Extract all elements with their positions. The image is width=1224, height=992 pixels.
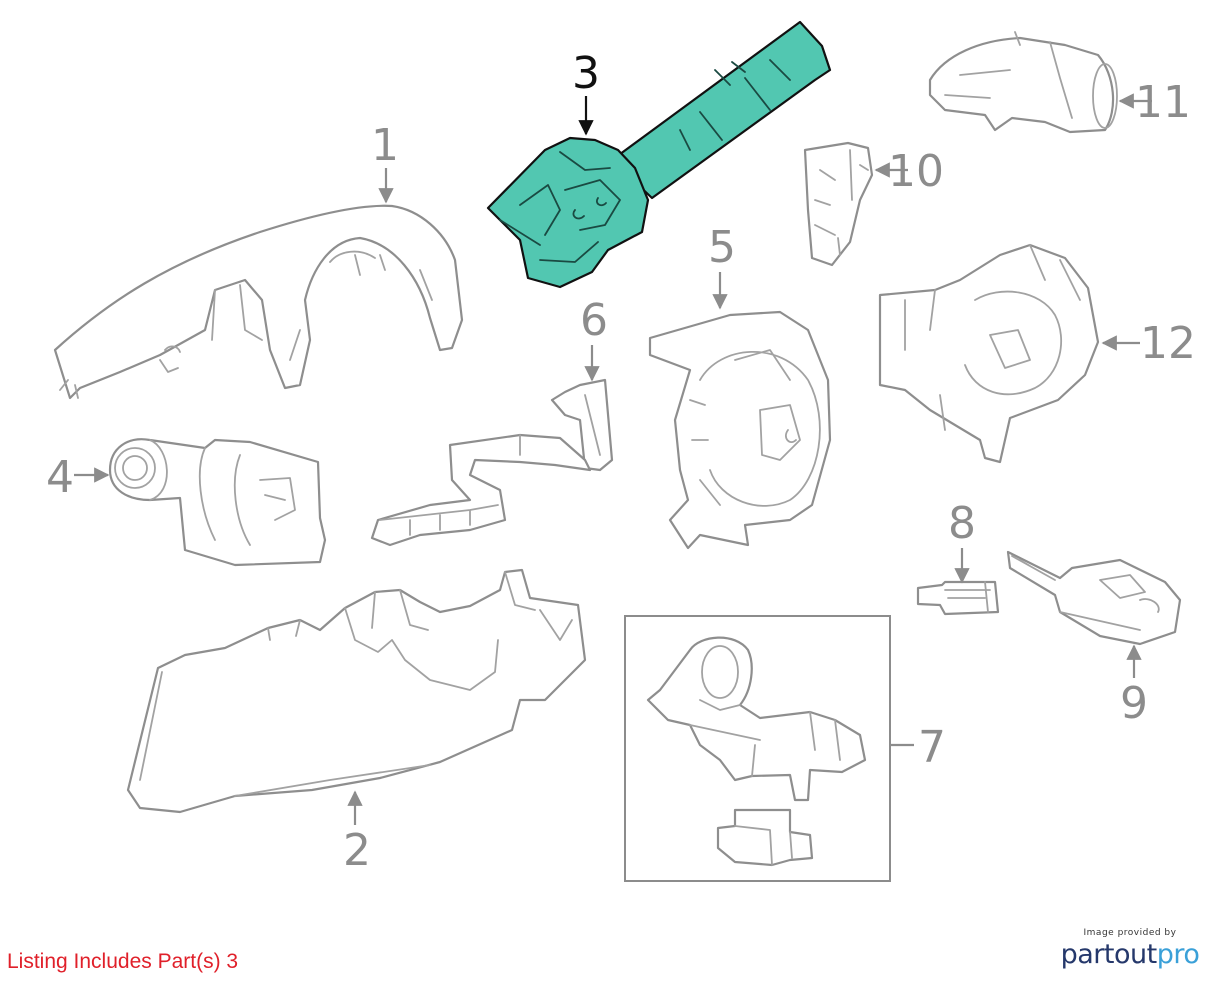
part-12-module[interactable]: [878, 243, 1100, 464]
callout-11: 11: [1135, 77, 1191, 128]
callout-7: 7: [918, 722, 946, 773]
part-7-box: [624, 615, 891, 882]
callout-4: 4: [46, 452, 74, 503]
callout-12: 12: [1140, 318, 1196, 369]
part-10-bracket[interactable]: [803, 141, 874, 267]
part-1-upper-shroud[interactable]: [53, 204, 464, 400]
part-4-lock-housing[interactable]: [108, 438, 327, 567]
image-credit: Image provided by partoutpro: [1050, 928, 1210, 970]
callout-3: 3: [572, 48, 600, 99]
listing-note: Listing Includes Part(s) 3: [7, 950, 239, 973]
part-5-clock-spring[interactable]: [648, 310, 832, 550]
part-2-lower-shroud[interactable]: [126, 568, 587, 814]
callout-8: 8: [948, 498, 976, 549]
part-7-lock-assembly[interactable]: [646, 636, 867, 867]
credit-caption: Image provided by: [1083, 928, 1177, 938]
callout-10: 10: [888, 146, 944, 197]
logo-text-part1: partout: [1060, 939, 1158, 970]
part-3-combination-switch[interactable]: [486, 20, 832, 289]
callout-6: 6: [580, 295, 608, 346]
callout-1: 1: [371, 120, 399, 171]
part-8-connector[interactable]: [916, 580, 1000, 616]
callout-5: 5: [708, 222, 736, 273]
callout-9: 9: [1120, 678, 1148, 729]
part-9-key-fob[interactable]: [1006, 550, 1182, 646]
logo-text-part2: pro: [1156, 939, 1200, 970]
callout-2: 2: [343, 825, 371, 876]
part-6-harness-bracket[interactable]: [370, 378, 614, 547]
part-11-lock-cylinder[interactable]: [928, 31, 1118, 134]
partoutpro-logo: partoutpro: [1050, 939, 1210, 970]
